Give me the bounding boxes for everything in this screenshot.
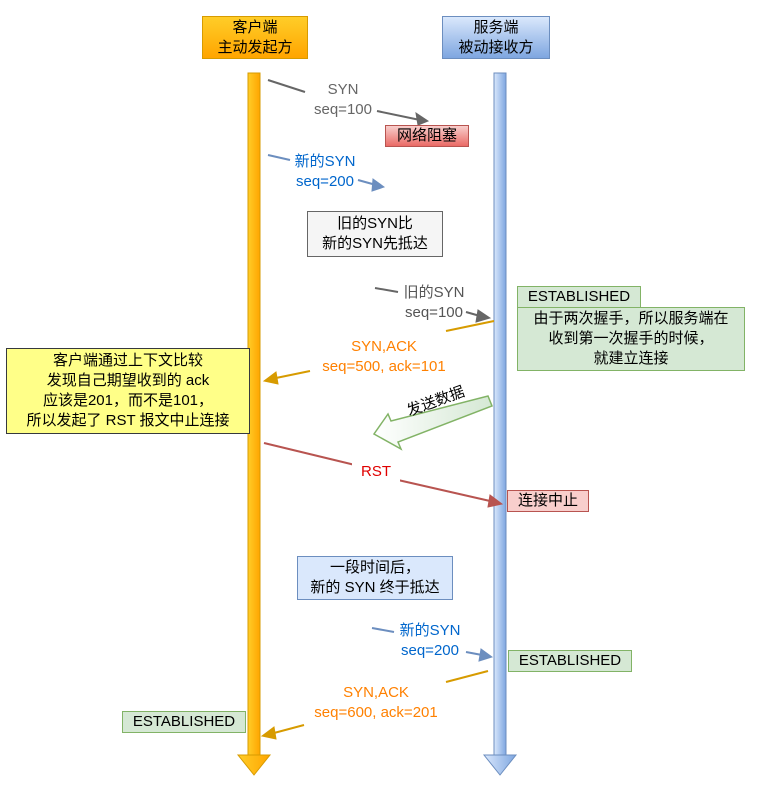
new-syn-label-2: 新的SYN seq=200	[399, 622, 461, 659]
rst-arrow	[263, 442, 504, 508]
old-syn-label: 旧的SYN seq=100	[403, 284, 465, 321]
server-title: 服务端 被动接收方	[442, 16, 550, 59]
syn-label-1: SYN seq=100	[314, 81, 372, 118]
synack-arrow-2	[260, 670, 489, 740]
server-lifeline	[482, 72, 518, 776]
later-note: 一段时间后， 新的 SYN 终于抵达	[297, 556, 453, 600]
synack-label-2: SYN,ACK seq=600, ack=201	[314, 684, 438, 721]
conn-abort-badge: 连接中止	[507, 490, 589, 512]
rst-label: RST	[352, 462, 400, 482]
send-data-arrow	[372, 395, 493, 451]
server-established-2: ESTABLISHED	[508, 650, 632, 672]
synack-label-1: SYN,ACK seq=500, ack=101	[322, 338, 446, 375]
network-block-badge: 网络阻塞	[385, 125, 469, 147]
client-title: 客户端 主动发起方	[202, 16, 308, 59]
server-note: 由于两次握手，所以服务端在 收到第一次握手的时候， 就建立连接	[517, 307, 745, 371]
new-syn-arrow-2	[371, 627, 494, 662]
synack-arrow-1	[262, 320, 495, 385]
client-note: 客户端通过上下文比较 发现自己期望收到的 ack 应该是201，而不是101， …	[6, 348, 250, 434]
old-syn-arrow	[374, 287, 492, 323]
client-established: ESTABLISHED	[122, 711, 246, 733]
syn-arrow-1	[267, 79, 430, 126]
server-established-1: ESTABLISHED	[517, 286, 641, 308]
new-syn-label-1: 新的SYN seq=200	[294, 153, 356, 190]
new-syn-arrow-1	[267, 154, 386, 192]
old-arrives-note: 旧的SYN比 新的SYN先抵达	[307, 211, 443, 257]
